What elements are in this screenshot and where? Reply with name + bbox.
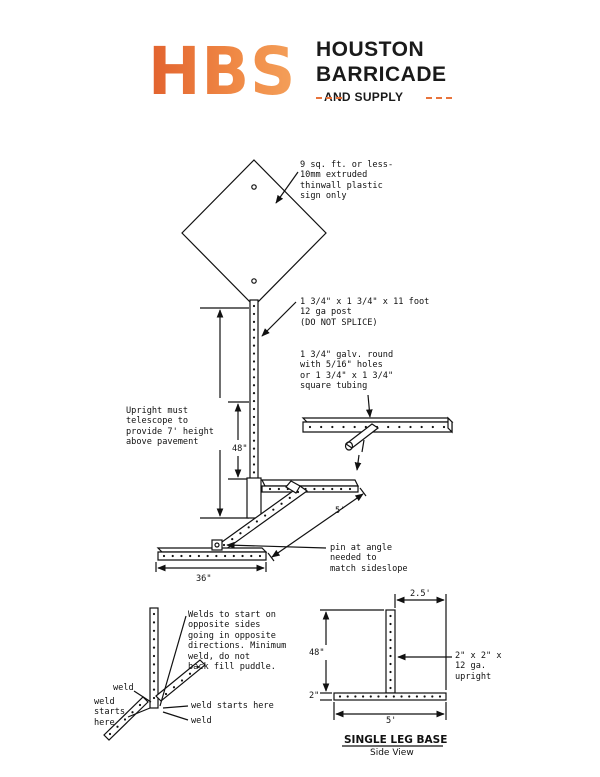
logo-line-barricade: BARRICADE xyxy=(316,63,447,86)
post-spec-label: 1 3/4" x 1 3/4" x 11 foot 12 ga post (DO… xyxy=(300,297,430,328)
dim-48-side-label: 48" xyxy=(309,648,325,658)
logo-line-houston: HOUSTON xyxy=(316,38,425,61)
weld-left-label: weld xyxy=(113,683,134,693)
sign-leader xyxy=(275,171,299,204)
logo-dash xyxy=(436,97,442,99)
weld-detail xyxy=(103,607,206,741)
tubing-spec-label: 1 3/4" galv. round with 5/16" holes or 1… xyxy=(300,350,394,392)
side-view-title: SINGLE LEG BASE xyxy=(344,734,448,746)
sign-bolt-top xyxy=(251,184,257,190)
dim-5-side-label: 5' xyxy=(386,716,397,726)
company-logo: HBS HOUSTON BARRICADE AND SUPPLY xyxy=(148,36,468,108)
weld-left-leader xyxy=(133,690,152,703)
upright-height-dimension xyxy=(200,307,249,519)
weld-bottom-leader xyxy=(162,711,189,721)
logo-dash xyxy=(316,97,322,99)
weld-starts-left-label: weld starts here xyxy=(94,697,126,728)
tubing-leader xyxy=(365,394,373,418)
dim-36-label: 36" xyxy=(196,574,212,584)
dim-36 xyxy=(155,562,267,572)
single-leg-base-side-view xyxy=(320,594,452,747)
pin-leader xyxy=(226,541,327,549)
dim-2-5-label: 2.5' xyxy=(410,589,431,599)
side-view-subtitle: Side View xyxy=(370,748,414,758)
dim-5-main-label: 5' xyxy=(335,506,346,516)
logo-mark: HBS xyxy=(148,33,297,110)
weld-starts-right-label: weld starts here xyxy=(191,701,274,711)
logo-dash xyxy=(446,97,452,99)
tubing-detail xyxy=(301,416,454,471)
logo-dash xyxy=(336,97,342,99)
weld-starts-left-leader xyxy=(127,707,151,718)
dim-2-side-label: 2" xyxy=(309,691,320,701)
weld-bottom-label: weld xyxy=(191,716,212,726)
welds-note-label: Welds to start on opposite sides going i… xyxy=(188,610,287,673)
round-pin-insert xyxy=(344,423,380,451)
post-leader xyxy=(261,301,297,337)
welds-note-leader xyxy=(159,615,187,707)
dim-48-main xyxy=(228,401,249,480)
logo-dash xyxy=(326,97,332,99)
upright-note-label: Upright must telescope to provide 7' hei… xyxy=(126,406,214,448)
right-crossbar xyxy=(261,479,359,493)
upright-spec-label: 2" x 2" x 12 ga. upright xyxy=(455,651,502,682)
sign-spec-label: 9 sq. ft. or less- 10mm extruded thinwal… xyxy=(300,160,394,202)
pin xyxy=(211,539,223,551)
logo-line-and-supply: AND SUPPLY xyxy=(324,90,404,104)
base-sleeve xyxy=(246,477,262,519)
dim-48-main-label: 48" xyxy=(232,444,248,454)
pin-note-label: pin at angle needed to match sideslope xyxy=(330,543,408,574)
weld-starts-right-leader xyxy=(162,705,189,709)
logo-dash xyxy=(426,97,432,99)
sign-bolt-bottom xyxy=(251,278,257,284)
